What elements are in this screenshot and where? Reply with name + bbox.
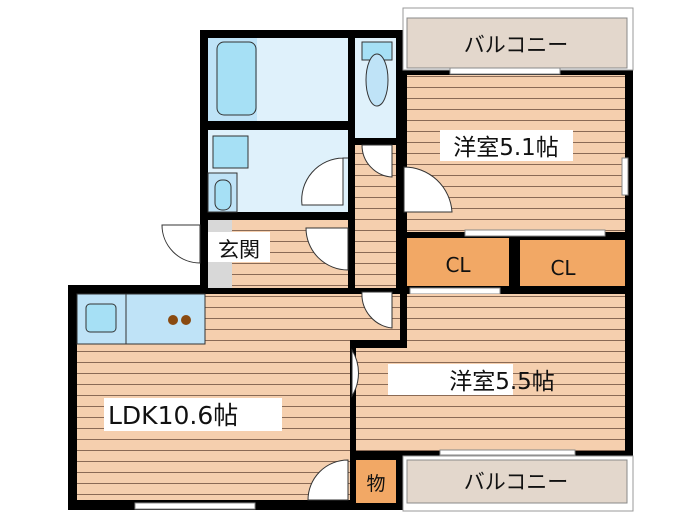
closet-door xyxy=(464,229,606,237)
balcony-top xyxy=(406,17,628,69)
window xyxy=(439,449,576,456)
window xyxy=(134,502,256,510)
storage xyxy=(356,460,396,503)
stove-counter xyxy=(125,293,206,345)
toilet-bowl-icon xyxy=(365,53,389,107)
door-hall xyxy=(305,227,349,271)
balcony-top-label: バルコニー xyxy=(464,33,569,57)
door-washroom xyxy=(301,157,348,206)
door-ldk xyxy=(361,291,393,329)
closet-1-label: CL xyxy=(445,253,471,277)
balcony-bottom xyxy=(406,459,628,504)
door-entrance xyxy=(161,224,201,264)
door-western-room-2 xyxy=(351,348,359,398)
window xyxy=(621,157,629,196)
storage-label: 物 xyxy=(366,473,385,495)
sink-icon xyxy=(85,303,117,333)
window xyxy=(449,67,561,75)
washbasin-icon xyxy=(212,135,249,169)
door-toilet xyxy=(361,144,393,178)
door-storage xyxy=(307,459,349,501)
balcony-bottom-label: バルコニー xyxy=(464,470,569,494)
stove-burner-icon xyxy=(168,315,178,325)
door-western-room-1 xyxy=(403,166,453,213)
ldk-room xyxy=(77,294,400,500)
entrance-label: 玄関 xyxy=(218,238,260,262)
bathtub-icon xyxy=(216,41,257,116)
washing-machine-icon xyxy=(214,179,232,211)
closet-1 xyxy=(407,238,509,286)
western-room-2-label: 洋室5.5帖 xyxy=(449,369,555,395)
closet-2-label: CL xyxy=(550,256,576,280)
closet-2 xyxy=(520,240,625,286)
western-room-1-label: 洋室5.1帖 xyxy=(453,135,559,161)
stove-burner-icon xyxy=(181,315,191,325)
ldk-label: LDK10.6帖 xyxy=(108,401,238,430)
closet-door xyxy=(409,287,501,295)
